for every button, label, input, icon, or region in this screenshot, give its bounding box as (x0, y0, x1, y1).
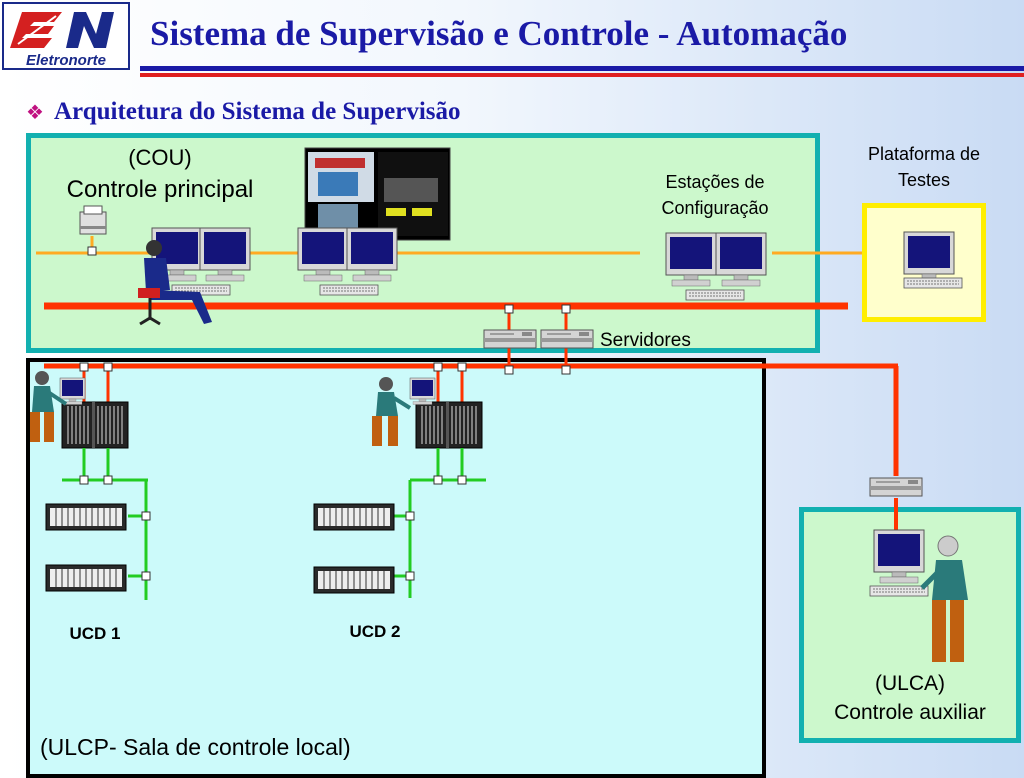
ulca-label-2: Controle auxiliar (834, 701, 986, 724)
title-rule-red (140, 73, 1024, 77)
cou-label-1: (COU) (128, 145, 192, 170)
en-logo-icon (10, 12, 114, 48)
plataforma-label-2: Testes (897, 170, 951, 190)
server-2 (540, 329, 594, 349)
ucd2-plc-1 (313, 503, 395, 531)
ucd1-plc-1 (45, 503, 127, 531)
diamond-bullet-icon: ❖ (26, 102, 44, 124)
servidores-label: Servidores (600, 330, 691, 351)
logo-wordmark: Eletronorte (25, 52, 106, 69)
ulca-label-1: (ULCA) (874, 672, 945, 695)
estacoes-label-1: Estações de (665, 172, 765, 192)
page-title: Sistema de Supervisão e Controle - Autom… (150, 14, 848, 53)
ucd1-rack (61, 401, 129, 449)
plataforma-label-1: Plataforma de (867, 144, 981, 164)
scada-screen-image (304, 147, 451, 241)
estacoes-label-2: Configuração (661, 198, 769, 218)
cou-label-2: Controle principal (66, 176, 254, 203)
standing-operator-icon (372, 377, 412, 446)
ucd2-plc-2 (313, 566, 395, 594)
title-rule-blue (140, 66, 1024, 71)
server-1 (483, 329, 537, 349)
standing-operator-icon (30, 371, 68, 442)
ucd1-plc-2 (45, 564, 127, 592)
ucd2-label: UCD 2 (349, 622, 401, 641)
seated-operator-icon (138, 240, 212, 326)
printer-icon (79, 205, 107, 235)
section-subtitle: Arquitetura do Sistema de Supervisão (54, 98, 461, 125)
ulca-server (869, 477, 923, 497)
ucd1-label: UCD 1 (69, 624, 121, 643)
standing-operator-icon (920, 535, 968, 662)
ucd2-rack (415, 401, 483, 449)
ulcp-label: (ULCP- Sala de controle local) (40, 734, 351, 760)
eletronorte-logo (2, 2, 130, 70)
